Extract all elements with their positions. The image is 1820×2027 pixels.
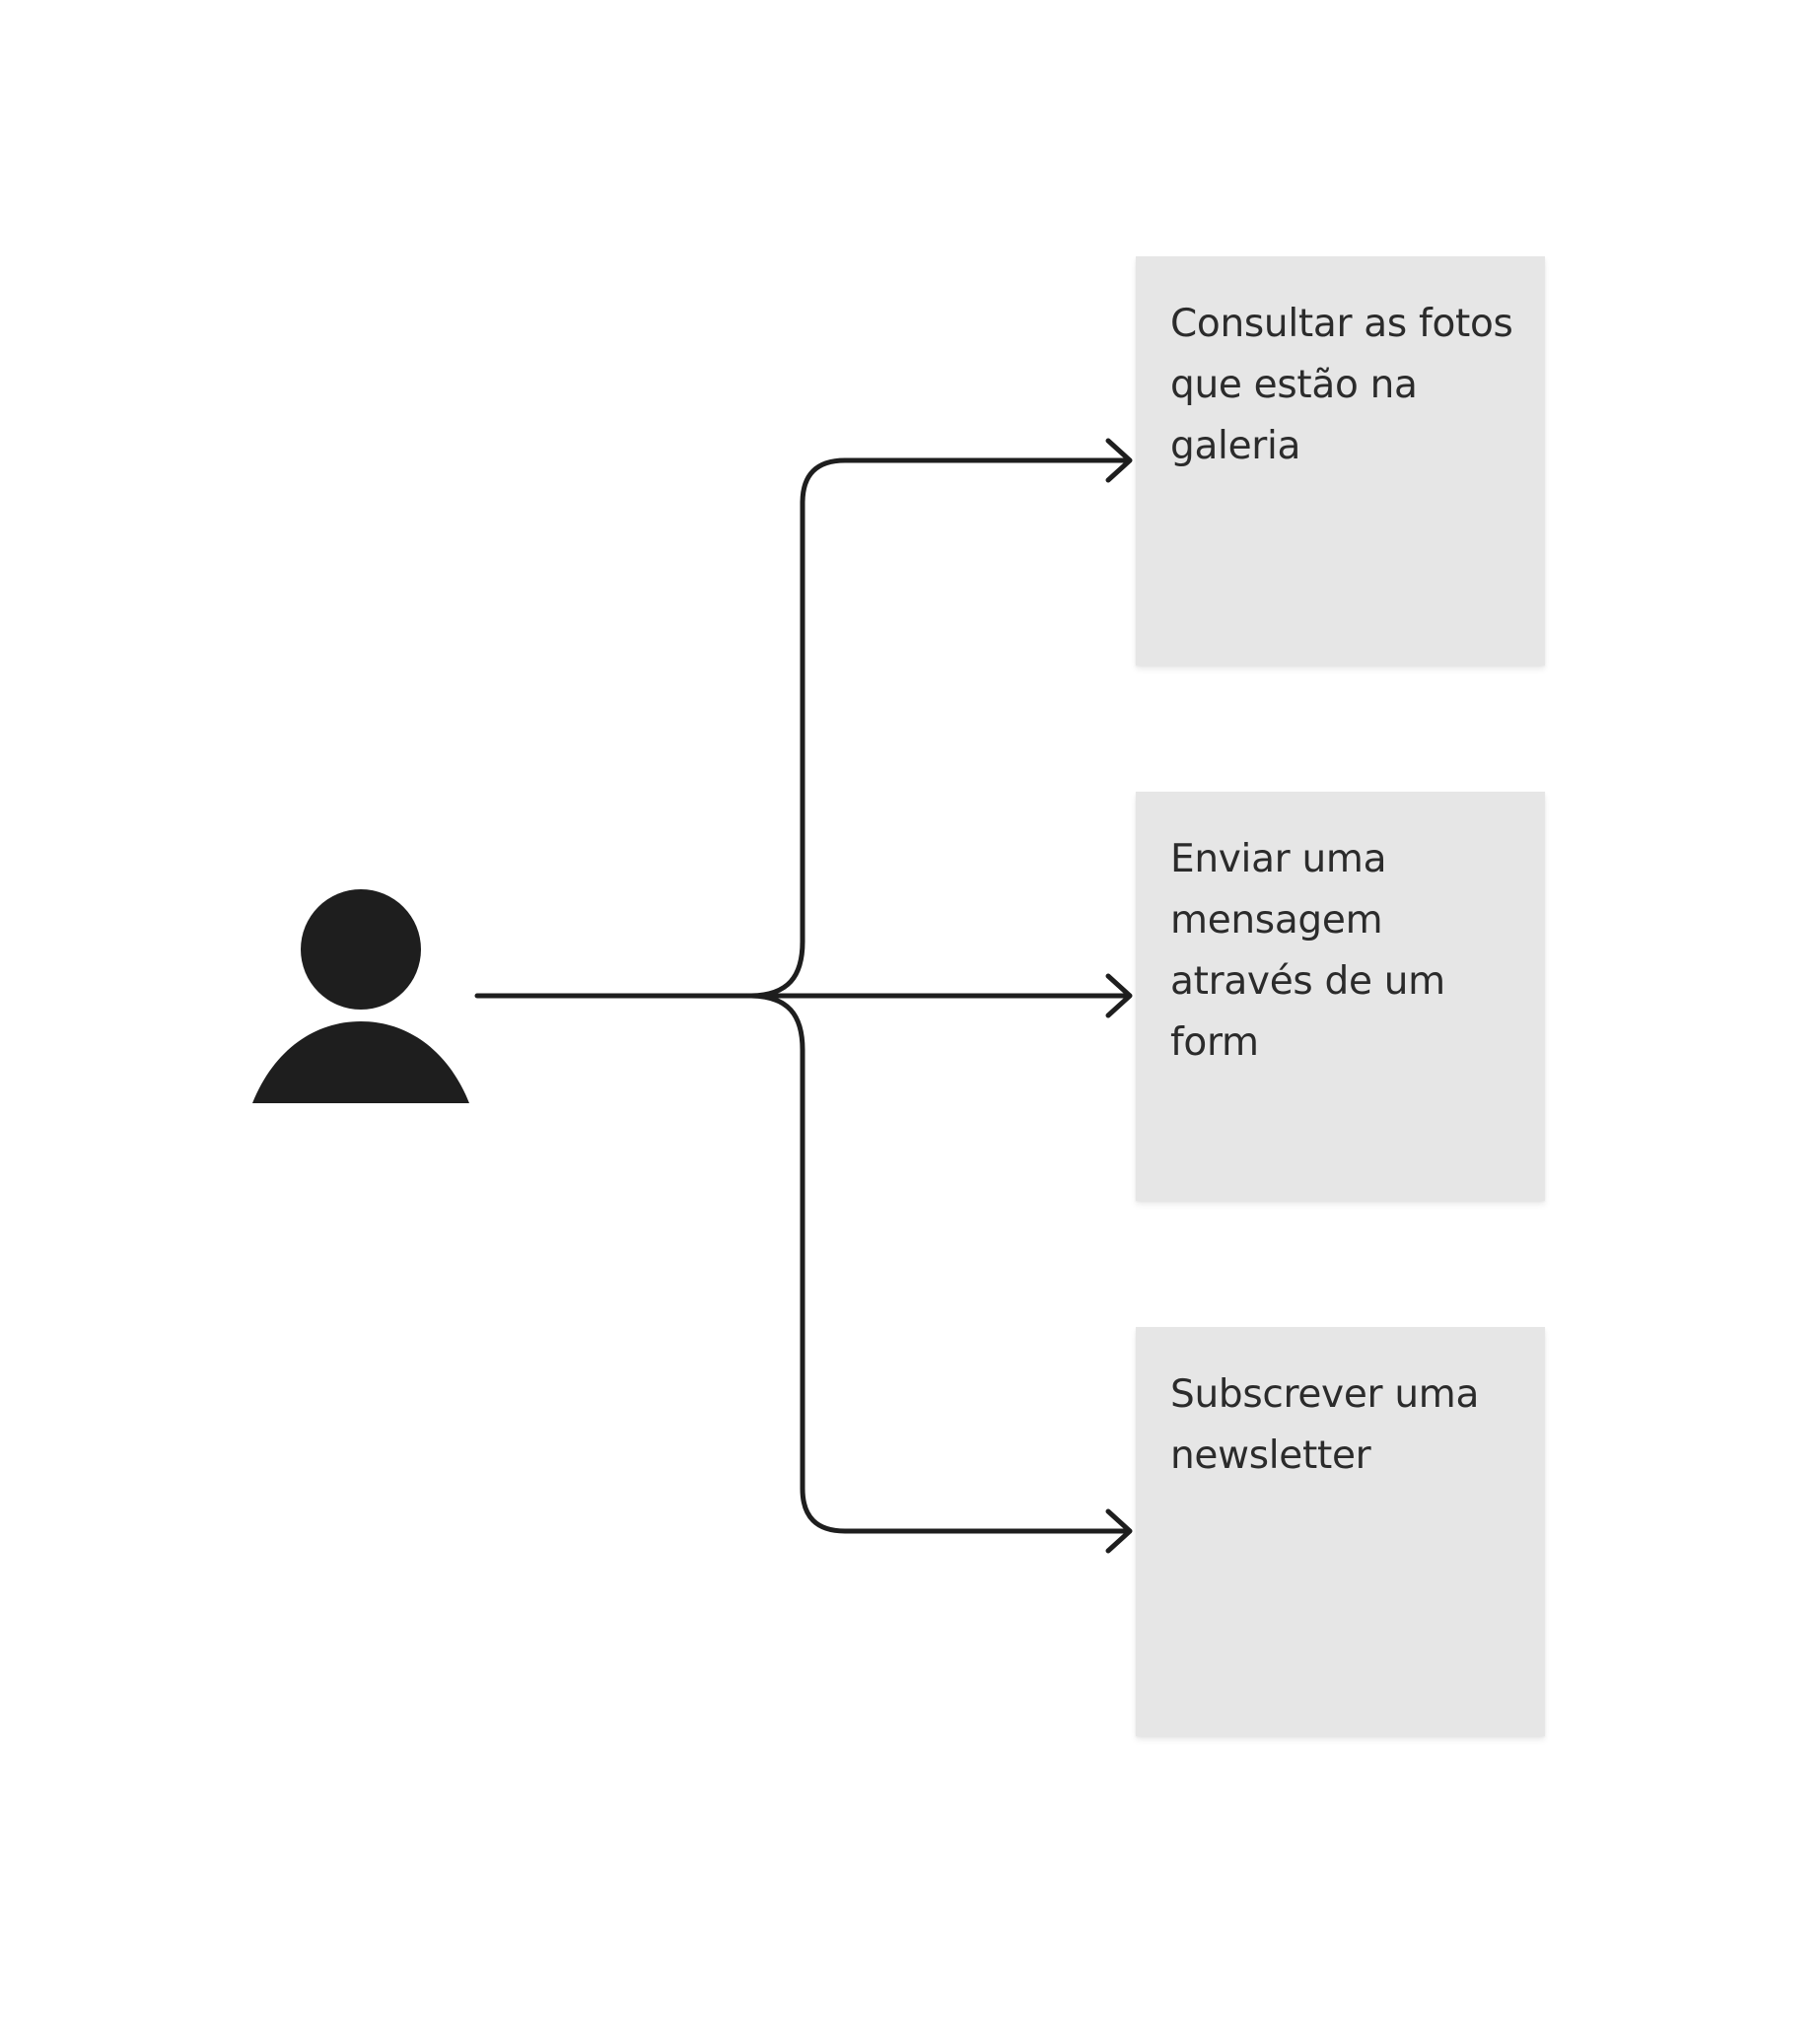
sticky-note-text: Enviar uma mensagem através de um form — [1170, 837, 1445, 1065]
sticky-note-gallery[interactable]: Consultar as fotos que estão na galeria — [1136, 256, 1545, 665]
sticky-note-newsletter[interactable]: Subscrever uma newsletter — [1136, 1327, 1545, 1736]
sticky-note-text: Subscrever uma newsletter — [1170, 1372, 1480, 1478]
arrowhead-note-3 — [1105, 1508, 1133, 1554]
arrowhead-note-2 — [1105, 973, 1133, 1018]
sticky-note-text: Consultar as fotos que estão na galeria — [1170, 302, 1513, 468]
connector-to-note-3 — [746, 993, 1131, 1534]
user-icon[interactable] — [252, 889, 469, 1103]
connector-to-note-1 — [746, 457, 1131, 999]
user-icon-body — [252, 1021, 469, 1103]
user-icon-head — [301, 889, 421, 1010]
sticky-note-contact-form[interactable]: Enviar uma mensagem através de um form — [1136, 792, 1545, 1201]
arrowhead-note-1 — [1105, 438, 1133, 483]
